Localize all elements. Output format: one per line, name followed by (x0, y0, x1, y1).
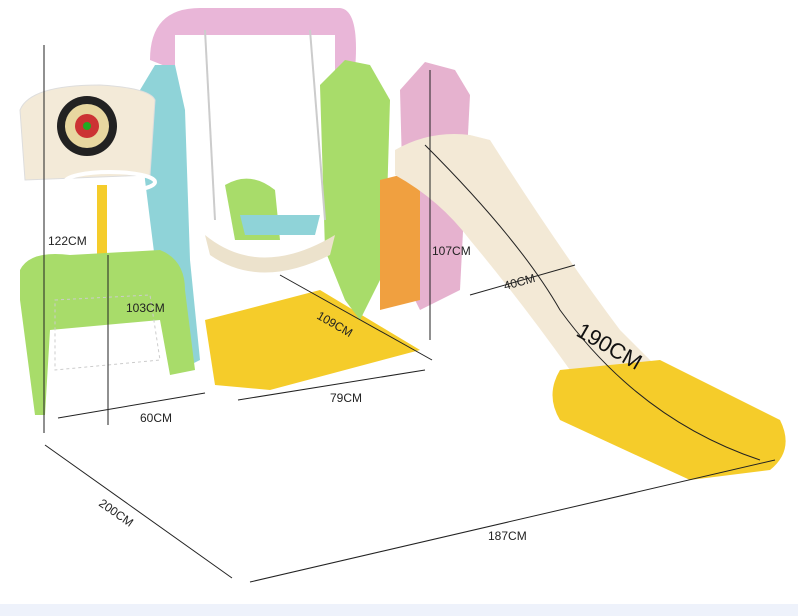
green-tower (320, 60, 390, 320)
basketball-hoop (63, 170, 157, 194)
label-total-length: 187CM (488, 529, 527, 543)
dim-line-goal-depth (57, 392, 206, 419)
dim-line-swing-base-depth (279, 274, 433, 361)
swing-rope-left (204, 29, 216, 221)
label-goal-height: 103CM (126, 301, 165, 315)
dim-line-slide-width (469, 264, 576, 296)
label-goal-depth: 60CM (140, 411, 172, 425)
slide (395, 134, 660, 395)
soccer-goal (20, 250, 195, 415)
swing-seat (205, 235, 335, 273)
basketball-pole (97, 185, 107, 255)
dartboard-bullseye (83, 122, 91, 130)
dim-line-total-depth (44, 444, 233, 579)
slide-end (552, 360, 786, 480)
dimension-lines (43, 45, 776, 583)
swing-rope-right (309, 29, 326, 221)
dim-line-slide-length (424, 144, 761, 461)
dim-line-total-length (249, 459, 776, 583)
stairs (380, 170, 420, 310)
swing-base (205, 290, 420, 390)
dim-line-swing-base-width (237, 369, 426, 401)
label-total-depth: 200CM (96, 496, 136, 530)
bottom-strip (0, 604, 798, 616)
label-platform-height: 107CM (432, 244, 471, 258)
swing-seat-bar (240, 215, 320, 235)
label-basket-height: 122CM (48, 234, 87, 248)
label-swing-base-width: 79CM (330, 391, 362, 405)
swing-top-bar (150, 8, 356, 70)
goal-net (54, 294, 161, 371)
